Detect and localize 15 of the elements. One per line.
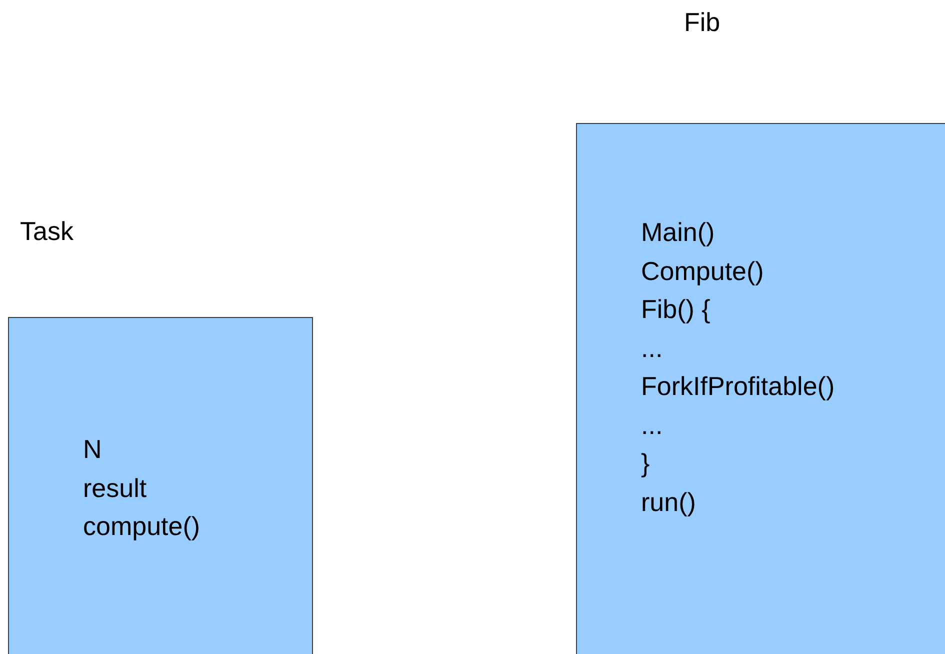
member-text: Main() (641, 216, 716, 249)
member-text: ... (641, 408, 664, 442)
member-text: run() (641, 486, 697, 518)
member-text: ... (641, 332, 664, 364)
class-box (8, 317, 313, 654)
box-heading: Fib (684, 6, 720, 39)
member-text: result (83, 472, 148, 504)
member-text: N (83, 433, 103, 466)
member-text: } (641, 447, 651, 480)
member-text: Compute() (641, 254, 765, 288)
box-heading: Task (20, 215, 74, 248)
member-text: ForkIfProfitable() (641, 370, 835, 403)
class-box (576, 123, 945, 654)
member-text: compute() (83, 510, 200, 543)
member-text: Fib() { (641, 293, 712, 326)
